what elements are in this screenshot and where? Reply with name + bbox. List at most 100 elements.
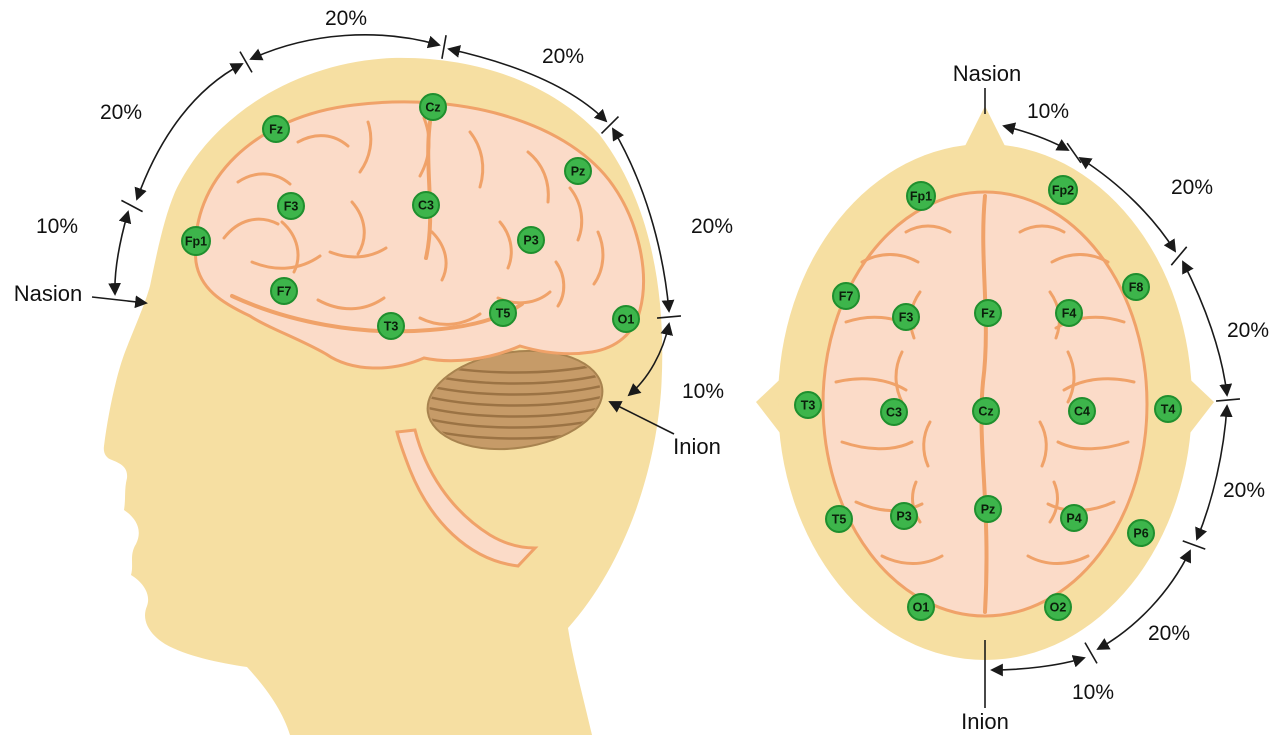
electrode-dot: [181, 226, 211, 256]
electrode-dot: [1060, 504, 1088, 532]
electrode-dot: [612, 305, 640, 333]
arc-top-back-20: [447, 45, 608, 123]
electrode-dot: [412, 191, 440, 219]
brainstem: [395, 428, 539, 568]
electrode-dot: [906, 181, 936, 211]
electrode-label: Cz: [425, 101, 440, 115]
electrode-t3-top: T3: [794, 391, 822, 419]
measurement-label: 20%: [1148, 622, 1190, 645]
electrode-dot: [794, 391, 822, 419]
tick-mark: [1066, 142, 1082, 164]
measurement-label: 20%: [691, 215, 733, 238]
electrode-label: C4: [1074, 405, 1090, 419]
electrode-dot: [832, 282, 860, 310]
electrode-o2-top: O2: [1044, 593, 1072, 621]
electrode-label: Pz: [981, 503, 996, 517]
electrode-p3-top: P3: [890, 502, 918, 530]
electrode-dot: [1044, 593, 1072, 621]
cerebrum-top-sulci: [834, 194, 1136, 614]
electrode-dot: [377, 312, 405, 340]
electrode-f3-lateral: F3: [277, 192, 305, 220]
electrode-dot: [1048, 175, 1078, 205]
measurement-label: 20%: [542, 45, 584, 68]
electrode-f7-top: F7: [832, 282, 860, 310]
electrode-dot: [277, 192, 305, 220]
tick-mark: [441, 35, 447, 59]
arc-back-lower-10: [627, 322, 673, 397]
measurement-label: 10%: [36, 215, 78, 238]
electrode-t3-lateral: T3: [377, 312, 405, 340]
measurement-label: 10%: [1072, 681, 1114, 704]
electrode-label: T4: [1161, 403, 1176, 417]
arc-front-upper-20: [134, 63, 244, 201]
tick-mark: [239, 51, 253, 73]
tick-mark: [656, 315, 682, 319]
electrode-c3-top: C3: [880, 398, 908, 426]
electrode-f3-top: F3: [892, 303, 920, 331]
electrode-label: P4: [1066, 512, 1081, 526]
electrode-label: Pz: [571, 165, 586, 179]
electrode-dot: [890, 502, 918, 530]
top-measurement-arcs: [984, 88, 1241, 708]
arc-right-mid-front-20: [1182, 260, 1233, 397]
electrode-dot: [489, 299, 517, 327]
electrode-pz-top: Pz: [974, 495, 1002, 523]
electrode-fp1-top: Fp1: [906, 181, 936, 211]
electrode-label: Cz: [978, 405, 993, 419]
inion-pointer: [608, 401, 675, 435]
electrode-label: P3: [896, 510, 911, 524]
arc-back-20: [612, 127, 675, 313]
electrode-c3-lateral: C3: [412, 191, 440, 219]
electrode-dot: [270, 277, 298, 305]
electrode-dot: [892, 303, 920, 331]
electrode-label: F4: [1062, 307, 1077, 321]
electrode-f4-top: F4: [1055, 299, 1083, 327]
electrode-label: F3: [284, 200, 299, 214]
electrode-dot: [1055, 299, 1083, 327]
electrode-o1-top: O1: [907, 593, 935, 621]
electrode-dot: [419, 93, 447, 121]
electrode-fp2-top: Fp2: [1048, 175, 1078, 205]
electrode-cz-lateral: Cz: [419, 93, 447, 121]
electrode-t5-top: T5: [825, 505, 853, 533]
measurement-label: 20%: [325, 7, 367, 30]
measurement-label: 20%: [1227, 319, 1269, 342]
nasion-label: Nasion: [953, 61, 1021, 86]
electrode-t5-lateral: T5: [489, 299, 517, 327]
electrode-o1-lateral: O1: [612, 305, 640, 333]
electrode-label: P6: [1133, 527, 1148, 541]
electrode-fp1-lateral: Fp1: [181, 226, 211, 256]
electrode-label: Fz: [981, 307, 995, 321]
arc-right-mid-back-20: [1195, 404, 1233, 541]
electrode-label: F7: [277, 285, 292, 299]
lateral-measurement-arcs: [91, 34, 682, 435]
electrode-dot: [262, 115, 290, 143]
electrode-dot: [1122, 273, 1150, 301]
lateral-view: 20% 20% 20% 20% 10% 10% Nasion Inion Fz …: [14, 7, 733, 735]
electrode-label: Fp2: [1052, 184, 1074, 198]
electrode-pz-lateral: Pz: [564, 157, 592, 185]
electrode-dot: [825, 505, 853, 533]
electrode-dot: [1154, 395, 1182, 423]
tick-mark: [121, 199, 143, 213]
electrode-label: Fz: [269, 123, 283, 137]
electrode-label: F7: [839, 290, 854, 304]
tick-mark: [1182, 540, 1206, 550]
measurement-label: 20%: [100, 101, 142, 124]
electrode-fz-top: Fz: [974, 299, 1002, 327]
electrode-fz-lateral: Fz: [262, 115, 290, 143]
measurement-label: 20%: [1171, 176, 1213, 199]
tick-mark: [1084, 642, 1098, 664]
electrode-f7-lateral: F7: [270, 277, 298, 305]
electrode-cz-top: Cz: [972, 397, 1000, 425]
electrode-dot: [974, 299, 1002, 327]
electrode-p4-top: P4: [1060, 504, 1088, 532]
electrode-dot: [1127, 519, 1155, 547]
electrode-dot: [907, 593, 935, 621]
electrode-label: C3: [886, 406, 902, 420]
tick-mark: [1170, 246, 1188, 266]
arc-top-front-20: [249, 34, 441, 61]
electrode-label: T3: [384, 320, 399, 334]
electrode-label: P3: [523, 234, 538, 248]
